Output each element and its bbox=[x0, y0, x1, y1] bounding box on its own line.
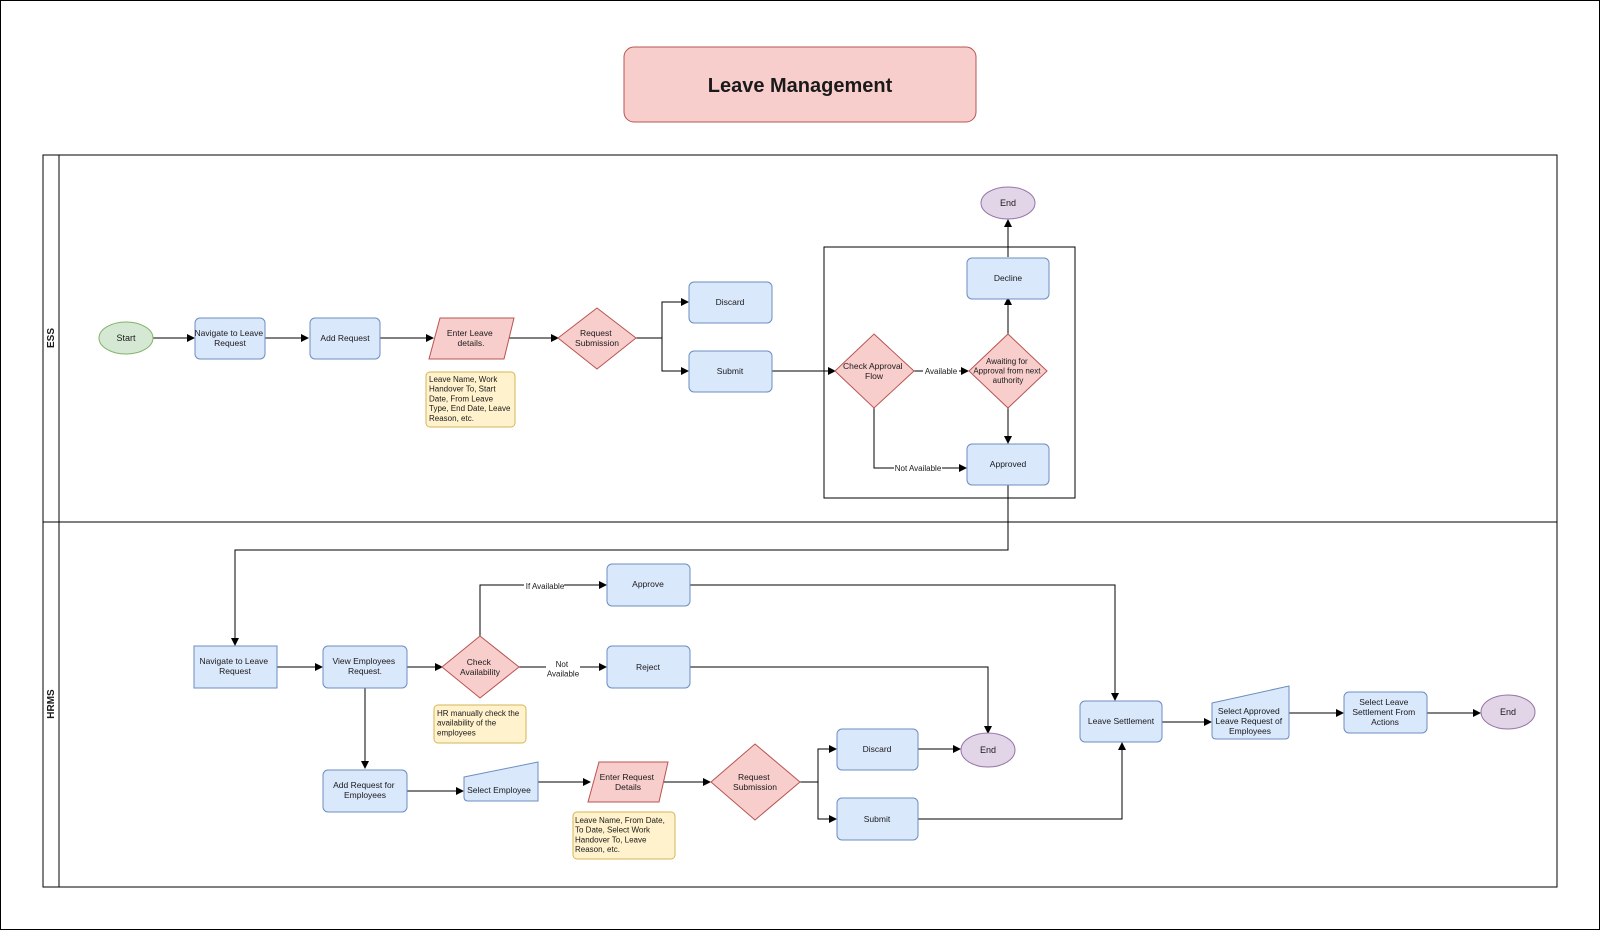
end-node-ess[interactable]: End bbox=[980, 186, 1036, 220]
edge-label-if-available: If Available bbox=[526, 582, 565, 591]
svg-text:Leave Name, From Date, T: Leave Name, From Date, To Date, Select W… bbox=[575, 816, 667, 854]
reject-node[interactable]: Reject bbox=[606, 645, 691, 689]
svg-text:Awaiting for Approval fr: Awaiting for Approval from next authorit… bbox=[973, 357, 1042, 385]
svg-text:Reject: Reject bbox=[636, 662, 661, 672]
svg-text:Discard: Discard bbox=[716, 297, 745, 307]
hr-check-note: HR manually check the availability of th… bbox=[433, 704, 527, 744]
add-request-for-employees-node[interactable]: Add Request for Employees bbox=[322, 769, 408, 813]
svg-text:Add Request for Employee: Add Request for Employees bbox=[333, 780, 397, 800]
svg-text:Enter Leave details.: Enter Leave details. bbox=[447, 328, 495, 348]
hrms-navigate-leave-request-node[interactable]: Navigate to Leave Request bbox=[193, 645, 278, 689]
hrms-request-submission-decision[interactable]: Request Submission bbox=[710, 743, 801, 821]
awaiting-approval-decision[interactable]: Awaiting for Approval from next authorit… bbox=[968, 333, 1048, 409]
svg-text:Navigate to Leave Reques: Navigate to Leave Request bbox=[195, 328, 266, 348]
start-node[interactable]: Start bbox=[98, 321, 154, 355]
lane-label-ess: ESS bbox=[46, 328, 57, 348]
select-approved-leave-node[interactable]: Select Approved Leave Request of Employe… bbox=[1211, 685, 1290, 740]
svg-text:Request Submission: Request Submission bbox=[575, 328, 619, 348]
edge-label-available: Available bbox=[925, 367, 958, 376]
decline-node[interactable]: Decline bbox=[966, 257, 1050, 300]
svg-text:Request Submission: Request Submission bbox=[733, 772, 777, 792]
check-availability-decision[interactable]: Check Availability bbox=[441, 635, 520, 699]
approval-flow-group bbox=[823, 246, 1076, 499]
check-approval-flow-decision[interactable]: Check Approval Flow bbox=[834, 333, 915, 409]
page-title: Leave Management bbox=[708, 75, 893, 97]
connectors-hrms bbox=[277, 581, 1481, 823]
svg-text:Decline: Decline bbox=[994, 273, 1023, 283]
svg-text:View Employees Request.: View Employees Request. bbox=[332, 656, 397, 676]
svg-text:Navigate to Leave Reque: Navigate to Leave Request bbox=[200, 656, 271, 676]
swimlane-pool: ESS HRMS bbox=[42, 154, 1558, 888]
add-request-node[interactable]: Add Request bbox=[309, 317, 381, 360]
enter-leave-details-node[interactable]: Enter Leave details. bbox=[428, 317, 515, 360]
title-box: Leave Management bbox=[623, 46, 977, 123]
svg-text:Start: Start bbox=[116, 333, 136, 343]
svg-text:Add Request: Add Request bbox=[320, 333, 370, 343]
hrms-discard-node[interactable]: Discard bbox=[836, 728, 919, 771]
svg-text:End: End bbox=[1500, 707, 1516, 717]
edge-labels-ess: Available Not Available bbox=[894, 364, 959, 474]
svg-text:Select Leave Settlement: Select Leave Settlement From Actions bbox=[1352, 697, 1417, 727]
svg-text:End: End bbox=[980, 745, 996, 755]
edge-labels-hrms: If Available Not Available bbox=[524, 579, 580, 681]
view-employees-request-node[interactable]: View Employees Request. bbox=[322, 645, 408, 689]
approve-node[interactable]: Approve bbox=[606, 563, 691, 607]
end-node-hrms-mid[interactable]: End bbox=[960, 732, 1016, 768]
svg-text:Approved: Approved bbox=[990, 459, 1027, 469]
svg-text:Leave Settlement: Leave Settlement bbox=[1088, 716, 1155, 726]
svg-text:End: End bbox=[1000, 198, 1016, 208]
svg-text:Submit: Submit bbox=[864, 814, 891, 824]
select-leave-settlement-node[interactable]: Select Leave Settlement From Actions bbox=[1343, 691, 1428, 734]
svg-text:Check Approval Flow: Check Approval Flow bbox=[843, 361, 905, 381]
svg-text:Discard: Discard bbox=[863, 744, 892, 754]
submit-node[interactable]: Submit bbox=[688, 350, 773, 393]
lane-label-hrms: HRMS bbox=[46, 689, 57, 719]
edge-label-not-available-hrms: Not Available bbox=[547, 660, 580, 679]
svg-text:Select Employee: Select Employee bbox=[467, 785, 531, 795]
select-employee-node[interactable]: Select Employee bbox=[463, 761, 539, 802]
svg-text:Approve: Approve bbox=[632, 579, 664, 589]
navigate-leave-request-node[interactable]: Navigate to Leave Request bbox=[194, 317, 266, 360]
leave-settlement-node[interactable]: Leave Settlement bbox=[1079, 700, 1163, 743]
enter-request-details-node[interactable]: Enter Request Details bbox=[587, 761, 669, 803]
approved-node[interactable]: Approved bbox=[966, 443, 1050, 486]
request-submission-decision[interactable]: Request Submission bbox=[557, 307, 637, 370]
svg-text:Select Approved Leave Re: Select Approved Leave Request of Employe… bbox=[1215, 706, 1284, 736]
svg-text:HR manually check the av: HR manually check the availability of th… bbox=[437, 709, 522, 737]
svg-text:Enter Request Details: Enter Request Details bbox=[600, 772, 657, 792]
svg-text:Submit: Submit bbox=[717, 366, 744, 376]
hrms-submit-node[interactable]: Submit bbox=[836, 797, 919, 841]
discard-node[interactable]: Discard bbox=[688, 281, 773, 324]
request-details-note: Leave Name, From Date, To Date, Select W… bbox=[572, 811, 676, 860]
connectors-ess bbox=[153, 219, 1012, 646]
leave-details-note: Leave Name, Work Handover To, Start Date… bbox=[425, 371, 516, 428]
end-node-hrms-right[interactable]: End bbox=[1480, 694, 1536, 730]
svg-text:Leave Name, Work Handove: Leave Name, Work Handover To, Start Date… bbox=[429, 375, 513, 423]
edge-label-not-available: Not Available bbox=[895, 464, 942, 473]
svg-text:Check Availability: Check Availability bbox=[460, 657, 501, 677]
